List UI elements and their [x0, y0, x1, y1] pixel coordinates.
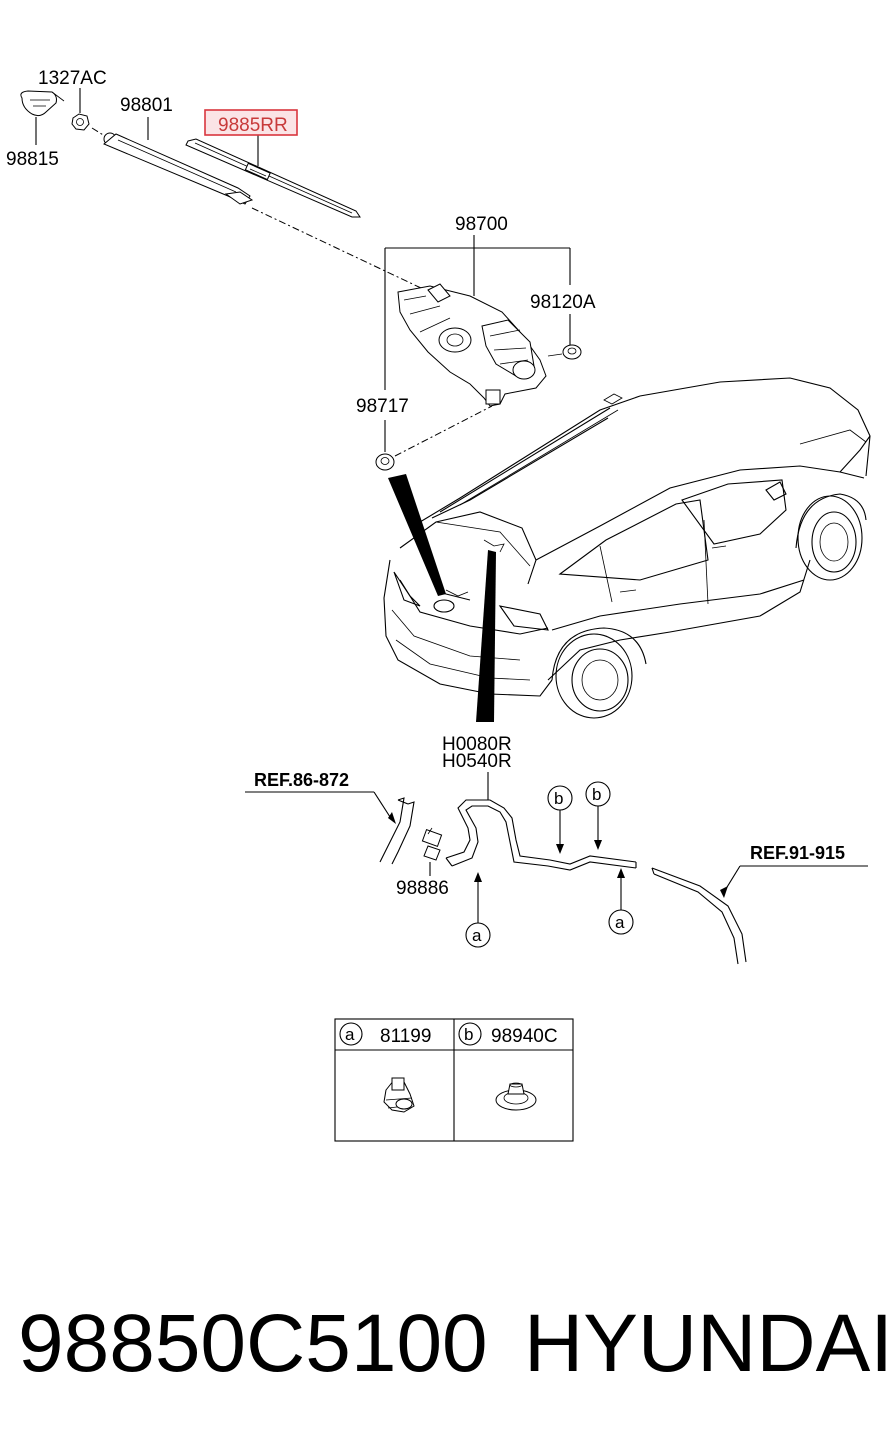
- callout-a-1: a: [472, 926, 482, 945]
- leader-wedge-upper: [388, 474, 446, 596]
- leader-wedge-lower: [476, 550, 496, 722]
- label-screw: 98120A: [530, 292, 596, 313]
- callout-a-2: a: [615, 913, 625, 932]
- label-blade: 9885RR: [218, 115, 288, 136]
- wiper-arm-part: [103, 132, 254, 205]
- nut-part: [71, 113, 90, 131]
- clip-icon: [383, 1077, 415, 1113]
- footer-brand: HYUNDAI: [524, 1298, 886, 1389]
- label-cap: 98815: [6, 149, 59, 170]
- label-connector: 98886: [396, 878, 449, 899]
- washer-hose-part: [445, 799, 637, 871]
- callout-b-1: b: [554, 789, 563, 808]
- legend-marker-a: a: [345, 1025, 355, 1044]
- hose-ref-left: [379, 797, 415, 865]
- wiper-blade-part: [185, 138, 361, 218]
- grommet-part: [375, 453, 395, 471]
- label-arm: 98801: [120, 95, 173, 116]
- legend-table: [334, 1018, 574, 1142]
- footer-part-number: 98850C5100: [18, 1298, 488, 1389]
- grommet-icon: [495, 1082, 537, 1111]
- hose-ref-right: [651, 867, 747, 965]
- legend-part-b: 98940C: [491, 1026, 558, 1047]
- screw-part: [547, 344, 582, 360]
- legend-part-a: 81199: [380, 1026, 431, 1047]
- vehicle-illustration: [383, 377, 871, 719]
- connector-part: [421, 827, 443, 861]
- wiper-cap-part: [20, 90, 65, 117]
- legend-marker-b: b: [464, 1025, 473, 1044]
- label-grommet: 98717: [356, 396, 409, 417]
- label-ref-left: REF.86-872: [254, 770, 349, 790]
- wiper-motor-part: [397, 283, 547, 407]
- label-hose2: H0540R: [442, 751, 512, 772]
- highlight-box: [204, 109, 298, 136]
- label-ref-right: REF.91-915: [750, 843, 845, 863]
- label-motor-assy: 98700: [455, 214, 508, 235]
- label-nut: 1327AC: [38, 68, 107, 89]
- callout-b-2: b: [592, 785, 601, 804]
- label-hose: H0080R: [442, 734, 512, 755]
